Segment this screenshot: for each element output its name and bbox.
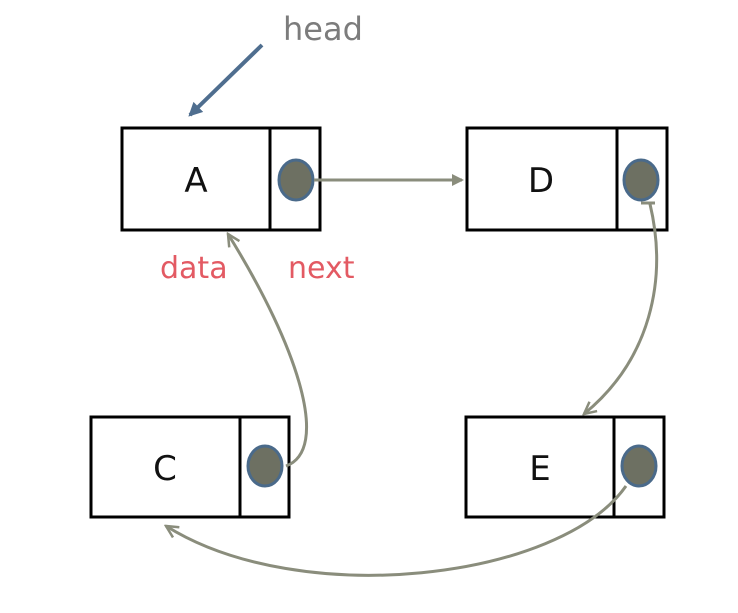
node-c-pointer	[246, 444, 284, 488]
link-c-to-a	[228, 234, 308, 468]
node-a-pointer	[277, 158, 315, 202]
next-field-label: next	[288, 251, 355, 286]
node-a-label: A	[184, 161, 207, 201]
node-e-pointer	[620, 444, 658, 488]
link-d-to-e	[584, 203, 659, 414]
node-c-label: C	[153, 449, 177, 489]
node-c: C	[89, 415, 291, 519]
head-label: head	[283, 10, 363, 48]
data-field-label: data	[160, 251, 228, 286]
node-a: A	[120, 126, 322, 232]
node-e-label: E	[529, 449, 550, 489]
node-d: D	[465, 126, 669, 232]
node-d-label: D	[528, 161, 554, 201]
node-e: E	[464, 415, 666, 519]
node-d-pointer	[622, 158, 660, 202]
head-pointer-arrow	[188, 43, 264, 117]
link-e-to-c	[166, 485, 628, 577]
